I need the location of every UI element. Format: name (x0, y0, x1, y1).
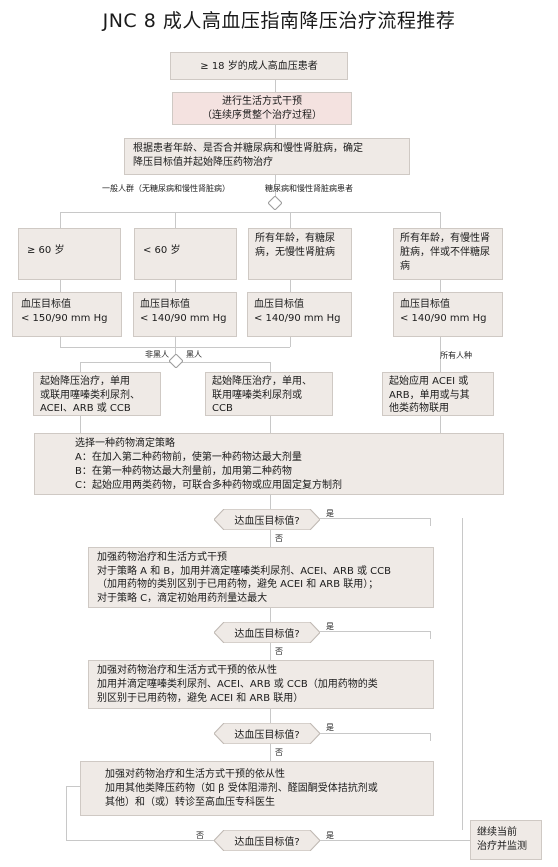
decision-label: 达血压目标值? (234, 837, 300, 848)
target-box: 血压目标值 < 140/90 mm Hg (133, 292, 237, 337)
target-box: 血压目标值 < 140/90 mm Hg (393, 292, 503, 337)
no-label: 否 (196, 831, 204, 840)
no-label: 否 (275, 748, 283, 757)
target-title: 血压目标值 (400, 299, 450, 310)
start-box: ≥ 18 岁的成人高血压患者 (170, 52, 348, 80)
target-title: 血压目标值 (21, 299, 71, 310)
lifestyle-box: 进行生活方式干预 （连续序贯整个治疗过程） (172, 92, 352, 125)
treat-line: 或联用噻嗪类利尿剂、 (40, 389, 140, 401)
treat-line: 起始降压治疗，单用、 (212, 376, 312, 387)
group-label: ≥ 60 岁 (27, 245, 65, 256)
group-ckd: 所有年龄，有慢性肾脏病，伴或不伴糖尿病 (393, 228, 503, 280)
start-label: ≥ 18 岁的成人高血压患者 (200, 61, 318, 72)
continue-box: 继续当前 治疗并监测 (470, 820, 542, 860)
decision-diamond-2: 达血压目标值? (214, 622, 320, 643)
step-line: 加强对药物治疗和生活方式干预的依从性 (97, 665, 277, 676)
treat-line: CCB (212, 403, 233, 414)
lifestyle-line: （连续序贯整个治疗过程） (202, 110, 322, 121)
decision-diamond-1: 达血压目标值? (214, 509, 320, 530)
group-label: 所有年龄，有慢性肾脏病，伴或不伴糖尿病 (400, 233, 490, 272)
yes-label: 是 (326, 831, 334, 840)
target-title: 血压目标值 (254, 299, 304, 310)
step2-box: 加强对药物治疗和生活方式干预的依从性 加用并滴定噻嗪类利尿剂、ACEI、ARB … (88, 660, 434, 709)
strategy-option-a: A：在加入第二种药物前，使第一种药物达最大剂量 (75, 452, 302, 463)
yes-label: 是 (326, 622, 334, 631)
decision-label: 达血压目标值? (234, 516, 300, 527)
assess-box: 根据患者年龄、是否合并糖尿病和慢性肾脏病，确定 降压目标值并起始降压药物治疗 (124, 138, 410, 175)
target-title: 血压目标值 (140, 299, 190, 310)
group-label: < 60 岁 (143, 245, 181, 256)
target-value: < 140/90 mm Hg (400, 313, 487, 324)
treat-line: ARB，单用或与其 (389, 389, 470, 401)
step-line: 对于策略 A 和 B，加用并滴定噻嗪类利尿剂、ACEI、ARB 或 CCB (97, 565, 391, 577)
group-age-under-60: < 60 岁 (134, 228, 237, 280)
step1-box: 加强药物治疗和生活方式干预 对于策略 A 和 B，加用并滴定噻嗪类利尿剂、ACE… (88, 547, 434, 608)
no-label: 否 (275, 647, 283, 656)
step-line: （加用药物的类别区别于已用药物，避免 ACEI 和 ARB 联用）； (97, 579, 379, 590)
strategy-option-b: B：在第一种药物达最大剂量前，加用第二种药物 (75, 466, 292, 477)
branch-label-diabetes-ckd: 糖尿病和慢性肾脏病患者 (265, 184, 353, 193)
race-diamond (169, 354, 183, 368)
treat-line: 联用噻嗪类利尿剂或 (212, 389, 302, 401)
decision-diamond-3: 达血压目标值? (214, 723, 320, 744)
treat-black: 起始降压治疗，单用、 联用噻嗪类利尿剂或 CCB (205, 372, 333, 416)
treat-nonblack: 起始降压治疗，单用 或联用噻嗪类利尿剂、 ACEI、ARB 或 CCB (33, 372, 161, 416)
strategy-box: 选择一种药物滴定策略 A：在加入第二种药物前，使第一种药物达最大剂量 B：在第一… (34, 433, 504, 495)
treat-line: ACEI、ARB 或 CCB (40, 403, 131, 414)
branch-diamond (268, 196, 282, 210)
decision-label: 达血压目标值? (234, 730, 300, 741)
step3-box: 加强对药物治疗和生活方式干预的依从性 加用其他类降压药物（如 β 受体阻滞剂、醛… (80, 761, 434, 816)
step-line: 别区别于已用药物，避免 ACEI 和 ARB 联用） (97, 693, 304, 704)
race-label-nonblack: 非黑人 (145, 350, 169, 359)
continue-line: 治疗并监测 (477, 841, 527, 852)
assess-line: 根据患者年龄、是否合并糖尿病和慢性肾脏病，确定 (133, 143, 363, 154)
group-age-60-plus: ≥ 60 岁 (18, 228, 121, 280)
race-label-all: 所有人种 (440, 351, 472, 360)
decision-label: 达血压目标值? (234, 629, 300, 640)
target-box: 血压目标值 < 150/90 mm Hg (12, 292, 122, 337)
yes-label: 是 (326, 723, 334, 732)
step-line: 加用并滴定噻嗪类利尿剂、ACEI、ARB 或 CCB（加用药物的类 (97, 679, 378, 690)
target-box: 血压目标值 < 140/90 mm Hg (247, 292, 352, 337)
treat-line: 起始降压治疗，单用 (40, 376, 130, 387)
target-value: < 140/90 mm Hg (254, 313, 341, 324)
no-label: 否 (275, 534, 283, 543)
decision-diamond-4: 达血压目标值? (214, 830, 320, 851)
continue-line: 继续当前 (477, 827, 517, 838)
lifestyle-line: 进行生活方式干预 (222, 96, 302, 107)
treat-ckd: 起始应用 ACEI 或 ARB，单用或与其 他类药物联用 (382, 372, 494, 416)
step-line: 其他）和（或）转诊至高血压专科医生 (105, 797, 275, 808)
group-diabetes: 所有年龄，有糖尿病，无慢性肾脏病 (248, 228, 352, 280)
treat-line: 起始应用 ACEI 或 (389, 376, 469, 387)
page-title: JNC 8 成人高血压指南降压治疗流程推荐 (102, 10, 456, 32)
assess-line: 降压目标值并起始降压药物治疗 (133, 157, 273, 168)
yes-label: 是 (326, 509, 334, 518)
target-value: < 150/90 mm Hg (21, 313, 108, 324)
target-value: < 140/90 mm Hg (140, 313, 227, 324)
race-label-black: 黑人 (186, 350, 202, 359)
strategy-title: 选择一种药物滴定策略 (75, 438, 175, 449)
step-line: 对于策略 C，滴定初始用药剂量达最大 (97, 592, 268, 604)
group-label: 所有年龄，有糖尿病，无慢性肾脏病 (255, 233, 335, 258)
strategy-option-c: C：起始应用两类药物，可联合多种药物或应用固定复方制剂 (75, 480, 342, 491)
treat-line: 他类药物联用 (389, 403, 449, 414)
step-line: 加强对药物治疗和生活方式干预的依从性 (105, 769, 285, 780)
step-line: 加用其他类降压药物（如 β 受体阻滞剂、醛固酮受体拮抗剂或 (105, 783, 378, 794)
branch-label-general: 一般人群（无糖尿病和慢性肾脏病） (102, 184, 230, 193)
step-line: 加强药物治疗和生活方式干预 (97, 552, 227, 563)
